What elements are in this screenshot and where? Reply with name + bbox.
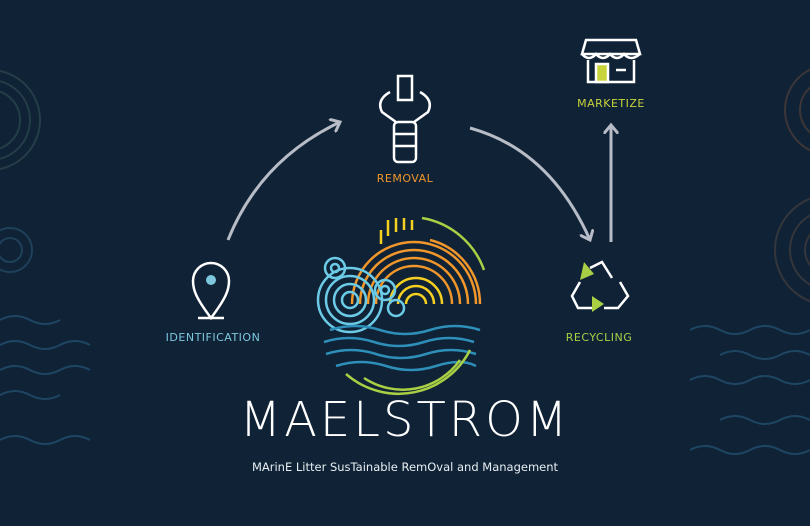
recycle-icon (570, 260, 630, 312)
location-pin-icon (191, 261, 231, 321)
maelstrom-logo (316, 216, 486, 396)
label-marketize: MARKETIZE (577, 97, 645, 110)
shop-icon (580, 38, 642, 84)
project-title: MAELSTROM (239, 392, 571, 448)
arrow-removal-to-recycling (469, 126, 590, 240)
claw-bottle-icon (379, 74, 431, 164)
right-decoration (689, 68, 810, 455)
label-identification: IDENTIFICATION (165, 331, 261, 344)
arrow-identification-to-removal (226, 122, 340, 241)
project-subtitle: MArinE Litter SusTainable RemOval and Ma… (251, 460, 559, 474)
left-decoration (0, 70, 91, 445)
label-removal: REMOVAL (376, 172, 434, 185)
label-recycling: RECYCLING (565, 331, 633, 344)
